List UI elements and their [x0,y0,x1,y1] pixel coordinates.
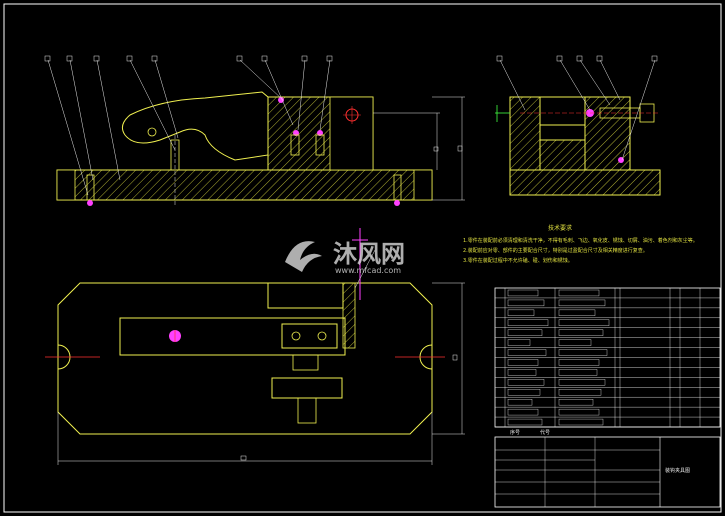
parts-list-cell-name [507,299,545,307]
parts-list [494,287,721,428]
col-code: 代号 [540,429,550,436]
parts-list-cell-name [507,379,545,386]
parts-list-cell-name [507,329,543,336]
parts-list-cell-spec [558,289,600,297]
watermark-brand: 沐风网 [333,240,405,268]
parts-list-cell-spec [558,369,598,376]
side-view [495,55,661,196]
top-view [45,228,465,465]
parts-list-cell-name [507,408,539,416]
tech-requirement-line-1: 1.零件在装配前必须清理和清洗干净，不得有毛刺、飞边、氧化皮、锈蚀、切屑、油污、… [463,238,698,244]
parts-list-cell-name [507,399,533,406]
parts-list-cell-spec [558,389,602,396]
tech-requirement-line-2: 2.装配前应对零、部件的主要配合尺寸，特别是过盈配合尺寸及相关精度进行复查。 [463,248,648,254]
parts-list-cell-spec [558,418,604,426]
parts-list-cell-name [507,389,541,396]
parts-list-cell-name [507,319,549,326]
watermark-url: www.mfcad.com [335,266,401,275]
parts-list-cell-spec [558,329,604,336]
tech-requirement-line-3: 3.零件在装配过程中不允许磕、碰、划伤和锈蚀。 [463,258,573,264]
parts-list-cell-name [507,349,547,356]
col-seq: 序号 [510,429,520,436]
parts-list-cell-spec [558,399,594,406]
parts-list-cell-name [507,289,539,297]
parts-list-cell-name [507,309,535,316]
parts-list-cell-spec [558,359,600,366]
parts-list-cell-name [507,369,537,376]
parts-list-cell-spec [558,319,610,326]
drawing-frame [3,3,722,513]
parts-list-cell-spec [558,408,600,416]
title-block: 装钩夹具图 序号 代号 [494,426,721,508]
watermark: 沐风网 www.mfcad.com [285,240,405,275]
parts-list-cell-spec [558,309,596,316]
tech-requirements-title: 技术要求 [548,225,573,232]
parts-list-cell-spec [558,379,606,386]
parts-list-cell-name [507,418,543,426]
parts-list-cell-spec [558,339,592,346]
front-view [44,55,465,206]
parts-list-cell-name [507,359,539,366]
parts-list-cell-spec [558,299,606,307]
parts-list-cell-spec [558,349,608,356]
drawing-name: 装钩夹具图 [665,467,690,474]
parts-list-cell-name [507,339,531,346]
